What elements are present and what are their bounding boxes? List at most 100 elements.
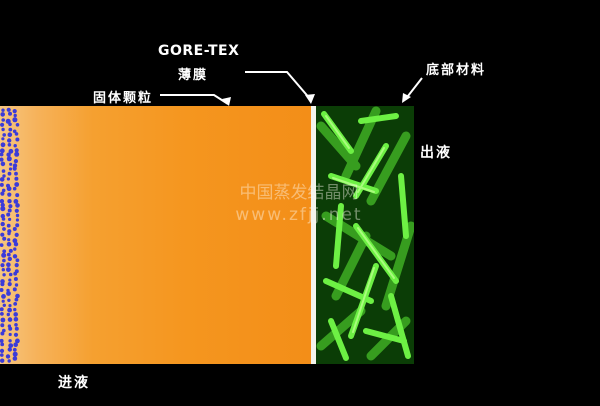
particle-dot [14, 171, 18, 176]
particle-dot [8, 217, 12, 221]
watermark-title: 中国蒸发结晶网 [239, 183, 359, 203]
particle-dot [0, 263, 5, 268]
base-material-label: 底部材料 [426, 63, 487, 78]
particle-dot [8, 339, 12, 343]
particle-dot [0, 288, 4, 292]
particle-dot [1, 252, 7, 258]
particle-dot [0, 152, 4, 157]
outflow-label: 出液 [420, 145, 452, 161]
particle-dot [14, 283, 19, 287]
particle-dot [0, 182, 4, 187]
particle-dot [15, 338, 20, 344]
particle-dot [15, 137, 20, 142]
inflow-label: 进液 [58, 375, 90, 391]
particle-dot [6, 262, 11, 267]
particle-dot [14, 297, 19, 302]
particle-dot [2, 249, 7, 254]
particle-dot [0, 221, 5, 227]
particle-dot [8, 278, 12, 282]
particle-dot [12, 238, 18, 244]
particle-dot [13, 302, 18, 306]
particle-dot [13, 332, 19, 337]
particle-dot [13, 271, 18, 276]
particle-dot [8, 204, 13, 209]
particle-dot [7, 298, 11, 302]
particle-dot [0, 358, 5, 363]
particle-dot [13, 144, 17, 148]
particle-dot [1, 137, 5, 141]
particle-dot [0, 307, 4, 312]
particle-dot [2, 174, 6, 178]
watermark: 中国蒸发结晶网 www.zfjj.net [224, 182, 374, 226]
particle-dot [0, 243, 4, 247]
particle-dot [14, 263, 19, 268]
particle-dot [15, 213, 20, 218]
particle-dot [7, 256, 12, 262]
particle-dot [12, 166, 17, 171]
particle-dot [13, 199, 19, 204]
particle-dot [13, 277, 18, 281]
particle-dot [6, 212, 11, 217]
particle-dot [12, 287, 17, 292]
particle-dot [0, 348, 5, 353]
particle-dot [12, 117, 18, 123]
particle-dot [7, 307, 12, 313]
particle-dot [2, 133, 6, 137]
particle-dot [7, 347, 12, 352]
particle-dot [2, 328, 6, 333]
particle-dot [0, 338, 4, 343]
particle-dot [0, 122, 5, 127]
particle-dot [1, 108, 5, 112]
particle-dot [6, 177, 10, 181]
particle-dot [13, 159, 18, 164]
particle-dot [0, 282, 5, 287]
particle-dot [2, 236, 7, 241]
particle-dot [1, 299, 5, 303]
particle-dot [5, 354, 11, 359]
particle-dot [12, 109, 17, 114]
particle-dot [12, 186, 17, 191]
particle-dot [7, 231, 11, 236]
filter-cake-layer [0, 106, 311, 364]
watermark-url: www.zfjj.net [235, 205, 363, 225]
particle-dot [6, 152, 11, 157]
particle-dot [0, 206, 6, 212]
particle-dot [0, 353, 4, 357]
particle-dot [1, 127, 5, 132]
particle-dot [7, 171, 12, 176]
particle-dot [6, 156, 12, 162]
particle-dot [6, 107, 11, 112]
particle-dot [13, 312, 18, 317]
particle-dot [7, 282, 12, 287]
solid-particles-region [0, 107, 20, 363]
particle-dot [13, 247, 17, 251]
particle-dot [14, 182, 20, 187]
particle-dot [12, 254, 18, 259]
membrane-label: 薄膜 [178, 68, 209, 83]
particle-dot [6, 252, 11, 257]
particle-dot [1, 188, 6, 193]
particle-dot [8, 304, 12, 308]
particle-dot [14, 132, 19, 136]
particle-dot [8, 248, 13, 253]
particle-dot [13, 113, 17, 118]
particle-dot [0, 142, 6, 148]
particle-dot [8, 122, 12, 127]
particle-dot [2, 258, 6, 263]
particle-dot [14, 148, 19, 153]
particle-dot [8, 111, 12, 116]
particle-dot [15, 123, 20, 127]
particle-dot [0, 312, 4, 316]
particle-dot [7, 208, 12, 213]
particle-dot [15, 258, 20, 263]
particle-dot [1, 169, 6, 173]
particle-dot [14, 176, 19, 181]
particle-dot [14, 208, 19, 213]
particle-dot [8, 167, 13, 171]
particle-dot [0, 177, 5, 182]
particle-dot [8, 127, 13, 132]
particle-dot [5, 118, 11, 124]
particle-dot [6, 241, 12, 247]
particle-dot [12, 129, 17, 134]
particle-dot [0, 199, 5, 204]
